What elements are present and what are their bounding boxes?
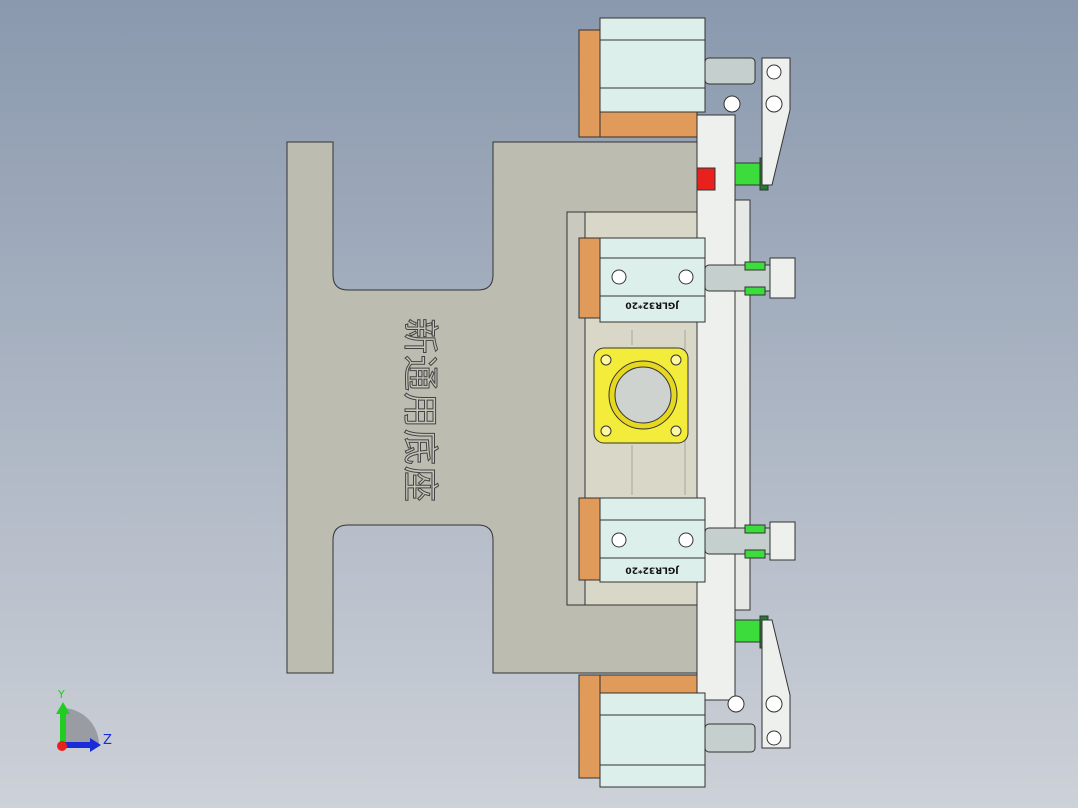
red-marker [696,167,716,191]
base-label: 新通用底座 [399,318,440,503]
middle-cylinder-lower[interactable]: JGLR32*20 [578,497,796,583]
top-cylinder[interactable] [578,17,791,186]
green-pin-top [734,162,762,186]
axis-triad: Y Z [56,688,112,752]
bottom-cylinder[interactable] [578,619,791,788]
axis-y-label: Y [57,688,65,701]
fixture-column [696,114,736,701]
axis-z-label: Z [103,733,112,748]
green-pin-bottom [734,619,762,643]
middle-cylinder-upper[interactable]: JGLR32*20 [578,237,796,323]
cylinder-label: JGLR32*20 [625,565,679,575]
cylinder-label: JGLR32*20 [625,300,679,310]
